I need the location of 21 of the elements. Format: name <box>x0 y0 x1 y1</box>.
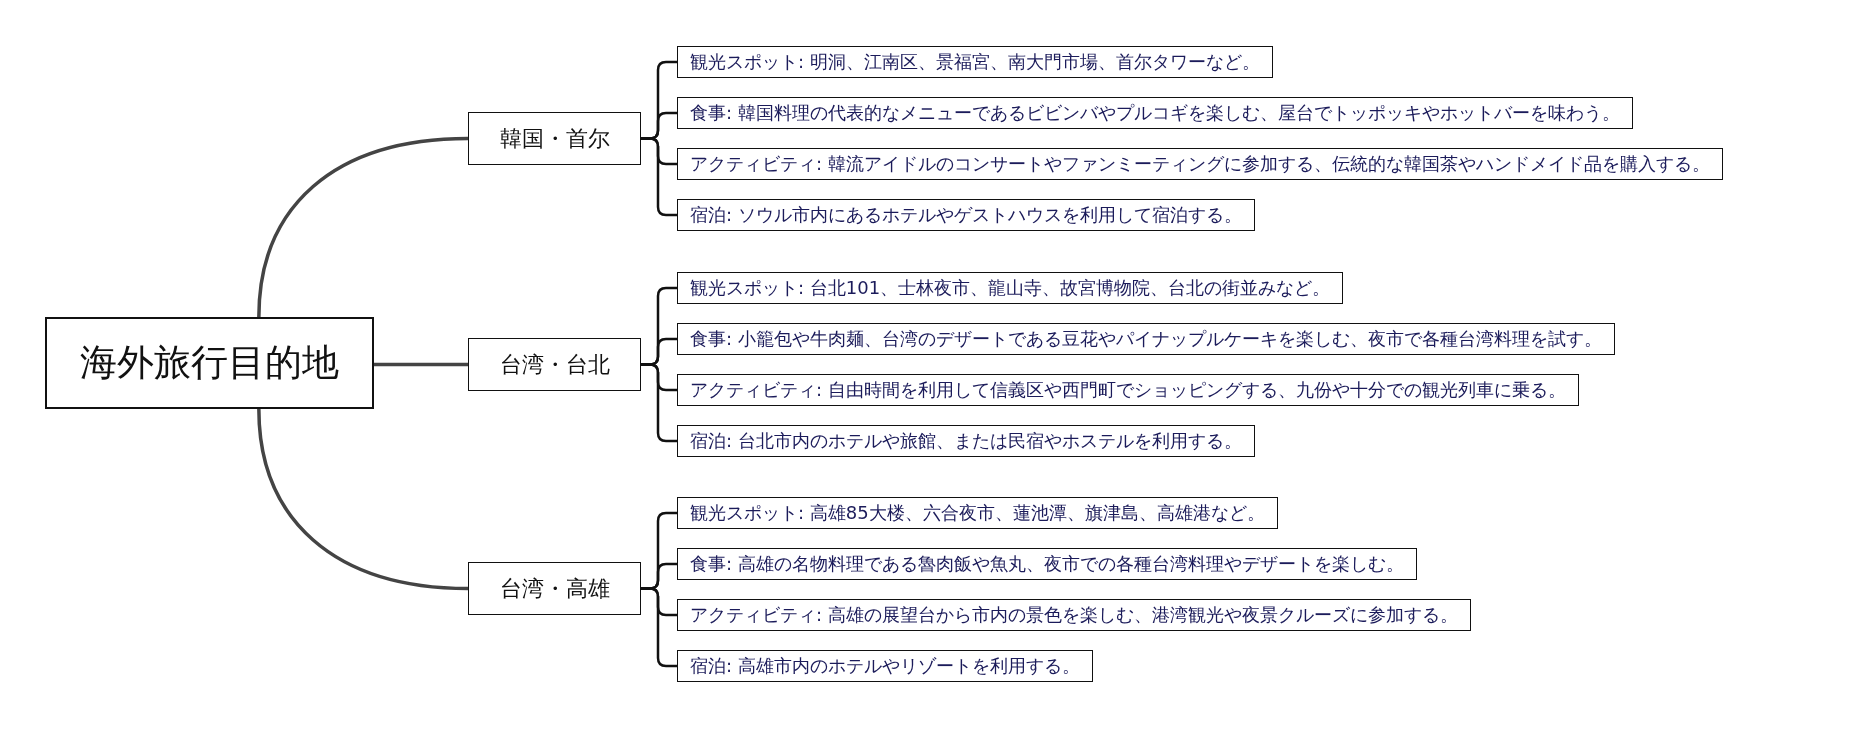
detail-box: 宿泊: 高雄市内のホテルやリゾートを利用する。 <box>677 650 1093 682</box>
bracket-line <box>639 363 679 443</box>
detail-box: 宿泊: ソウル市内にあるホテルやゲストハウスを利用して宿泊する。 <box>677 199 1255 231</box>
detail-box: 観光スポット: 台北101、士林夜市、龍山寺、故宮博物院、台北の街並みなど。 <box>677 272 1344 304</box>
subtopic-box: 韓国・首尔 <box>468 112 641 165</box>
detail-box: アクティビティ: 高雄の展望台から市内の景色を楽しむ、港湾観光や夜景クルーズに参加する。 <box>677 599 1471 631</box>
branch-line <box>257 136 470 319</box>
detail-box: 観光スポット: 明洞、江南区、景福宮、南大門市場、首尔タワーなど。 <box>677 46 1273 78</box>
subtopic-box: 台湾・高雄 <box>468 562 641 615</box>
bracket-line <box>639 137 679 217</box>
detail-box: 食事: 韓国料理の代表的なメニューであるビビンバやプルコギを楽しむ、屋台でトッポッキやホットバーを味わう。 <box>677 97 1633 129</box>
detail-box: 宿泊: 台北市内のホテルや旅館、または民宿やホステルを利用する。 <box>677 425 1255 457</box>
bracket-line <box>639 587 679 668</box>
subtopic-box: 台湾・台北 <box>468 338 641 391</box>
detail-box: アクティビティ: 自由時間を利用して信義区や西門町でショッピングする、九份や十分での観光列車に乗る。 <box>677 374 1579 406</box>
detail-box: 食事: 高雄の名物料理である魯肉飯や魚丸、夜市での各種台湾料理やデザートを楽しむ。 <box>677 548 1417 580</box>
topic-box: 海外旅行目的地 <box>45 317 374 409</box>
detail-box: 観光スポット: 高雄85大楼、六合夜市、蓮池潭、旗津島、高雄港など。 <box>677 497 1278 529</box>
detail-box: アクティビティ: 韓流アイドルのコンサートやファンミーティングに参加する、伝統的な韓国茶やハンドメイド品を購入する。 <box>677 148 1723 180</box>
detail-box: 食事: 小籠包や牛肉麺、台湾のデザートである豆花やパイナップルケーキを楽しむ、夜市で各種台湾料理を試す。 <box>677 323 1615 355</box>
branch-line <box>257 407 470 591</box>
